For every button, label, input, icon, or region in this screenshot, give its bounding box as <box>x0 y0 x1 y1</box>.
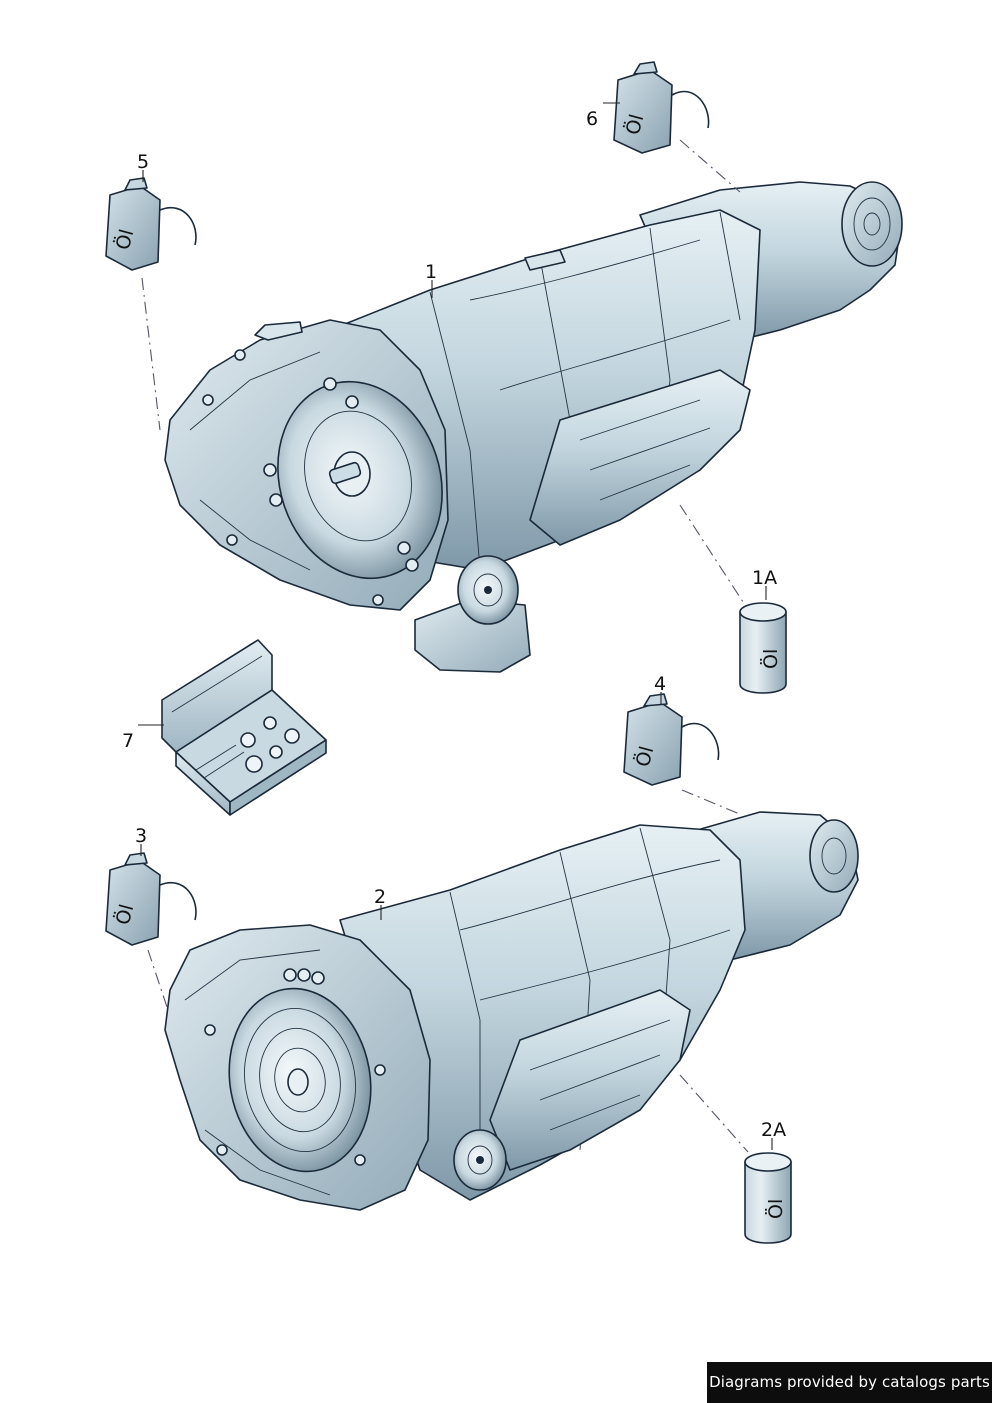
connector-3 <box>147 949 169 1011</box>
leader-lines <box>138 102 773 1150</box>
callout-3: 3 <box>135 825 147 847</box>
repair-kit-case <box>161 639 327 816</box>
transmission-2 <box>164 811 859 1211</box>
callout-7: 7 <box>122 730 134 752</box>
oil-canister-4: Öl <box>623 693 720 786</box>
callout-2: 2 <box>374 886 386 908</box>
callout-1: 1 <box>425 261 437 283</box>
connector-2a <box>679 1074 749 1153</box>
connector-lines <box>141 139 749 1153</box>
connector-4 <box>681 789 743 816</box>
connector-6 <box>679 139 741 193</box>
sealant-can-1a: Öl <box>739 602 787 694</box>
callout-2a: 2A <box>761 1119 786 1141</box>
callout-6: 6 <box>586 108 598 130</box>
connector-1a <box>679 504 746 606</box>
callout-1a: 1A <box>752 567 777 589</box>
can-label-2a: Öl <box>764 1199 787 1219</box>
oil-canister-5: Öl <box>105 177 197 271</box>
transmission-1 <box>164 181 903 673</box>
oil-canister-3: Öl <box>105 852 197 946</box>
callout-5: 5 <box>137 151 149 173</box>
oil-canister-6: Öl <box>613 61 710 154</box>
watermark-banner: Diagrams provided by catalogs parts <box>707 1362 992 1403</box>
sealant-can-2a: Öl <box>744 1152 792 1244</box>
callout-4: 4 <box>654 673 666 695</box>
can-label-1a: Öl <box>759 649 782 669</box>
connector-5 <box>141 277 161 431</box>
